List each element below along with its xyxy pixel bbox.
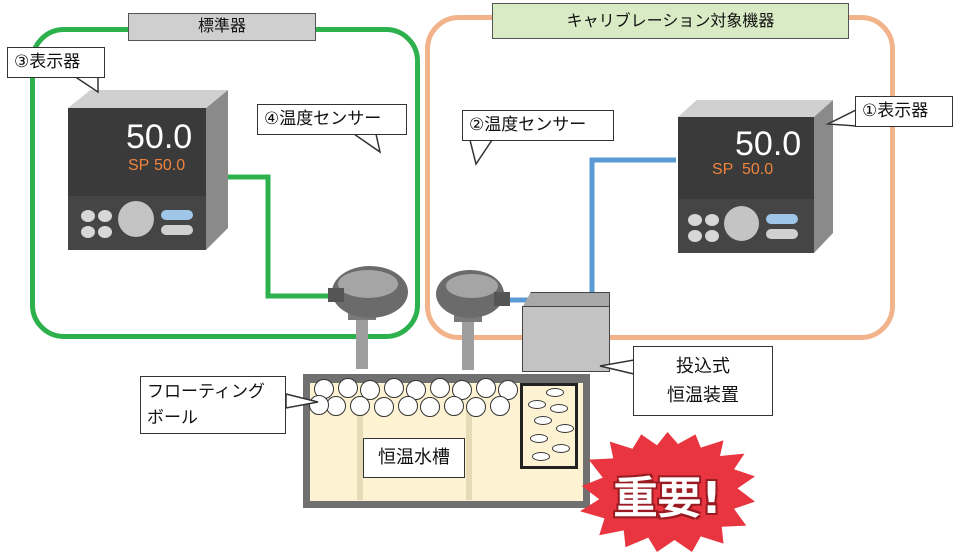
indicator-grey (161, 225, 193, 235)
floating-ball (490, 396, 510, 416)
callout-line: 投込式 (676, 356, 730, 377)
keypad-button (688, 230, 702, 242)
sensor-2-callout: ②温度センサー (462, 110, 614, 141)
keypad-button (98, 210, 112, 222)
callout-line: ボール (147, 408, 198, 428)
floating-ball (384, 378, 404, 398)
floating-ball (338, 378, 358, 398)
device-side-face (206, 90, 228, 250)
keypad-button (705, 214, 719, 226)
device-screen (68, 108, 206, 196)
floating-ball (466, 397, 486, 417)
sp-label: SP (128, 157, 150, 174)
dial-knob (724, 206, 759, 241)
floating-balls-callout: フローティング ボール (140, 376, 286, 434)
display-1-callout: ①表示器 (855, 96, 953, 127)
sensor-4-callout: ④温度センサー (257, 104, 407, 135)
bath-label: 恒温水槽 (363, 438, 465, 478)
keypad-button (81, 226, 95, 238)
bubble (550, 404, 568, 413)
indicator-grey (766, 229, 798, 239)
sp-value: 50.0 (154, 157, 186, 174)
bubble (530, 434, 548, 443)
floating-ball (398, 396, 418, 416)
keypad-button (81, 210, 95, 222)
keypad-button (705, 230, 719, 242)
device-screen (678, 117, 814, 199)
display-3-callout: ③表示器 (7, 47, 105, 78)
bubble (528, 400, 546, 409)
immersion-heater-body (522, 306, 610, 372)
sensor-probe-in-water (357, 410, 363, 500)
floating-ball (430, 378, 450, 398)
keypad-button (98, 226, 112, 238)
indicator-blue (766, 214, 798, 224)
standard-sensor-wire (206, 174, 338, 299)
floating-ball (350, 396, 370, 416)
bubble (532, 452, 550, 461)
calibration-temperature-sensor (436, 270, 510, 370)
sp-label: SP (712, 161, 734, 178)
floating-ball (476, 378, 496, 398)
pv-value: 50.0 (735, 125, 802, 163)
sensor-probe-in-water (466, 410, 472, 500)
device-side-face (814, 100, 833, 253)
sp-value: 50.0 (742, 161, 774, 178)
floating-ball (444, 396, 464, 416)
calibration-group-title: キャリブレーション対象機器 (492, 3, 849, 39)
device-top-face (678, 100, 833, 117)
indicator-blue (161, 210, 193, 220)
immersion-heater-callout: 投込式 恒温装置 (633, 346, 773, 416)
floating-ball (309, 395, 329, 415)
floating-ball (360, 380, 380, 400)
callout-line: フローティング (147, 382, 265, 402)
bubble (556, 424, 574, 433)
standard-group-title: 標準器 (128, 13, 316, 41)
standard-temperature-sensor (328, 266, 408, 369)
bubble (534, 416, 552, 425)
dial-knob (118, 201, 154, 237)
pv-value: 50.0 (126, 118, 193, 156)
important-badge-text: 重要! (613, 473, 722, 524)
floating-ball (374, 397, 394, 417)
bubble (546, 388, 564, 397)
bubble (552, 444, 570, 453)
callout-line: 恒温装置 (667, 385, 739, 406)
device-top-face (68, 90, 228, 108)
floating-ball (420, 397, 440, 417)
keypad-button (688, 214, 702, 226)
